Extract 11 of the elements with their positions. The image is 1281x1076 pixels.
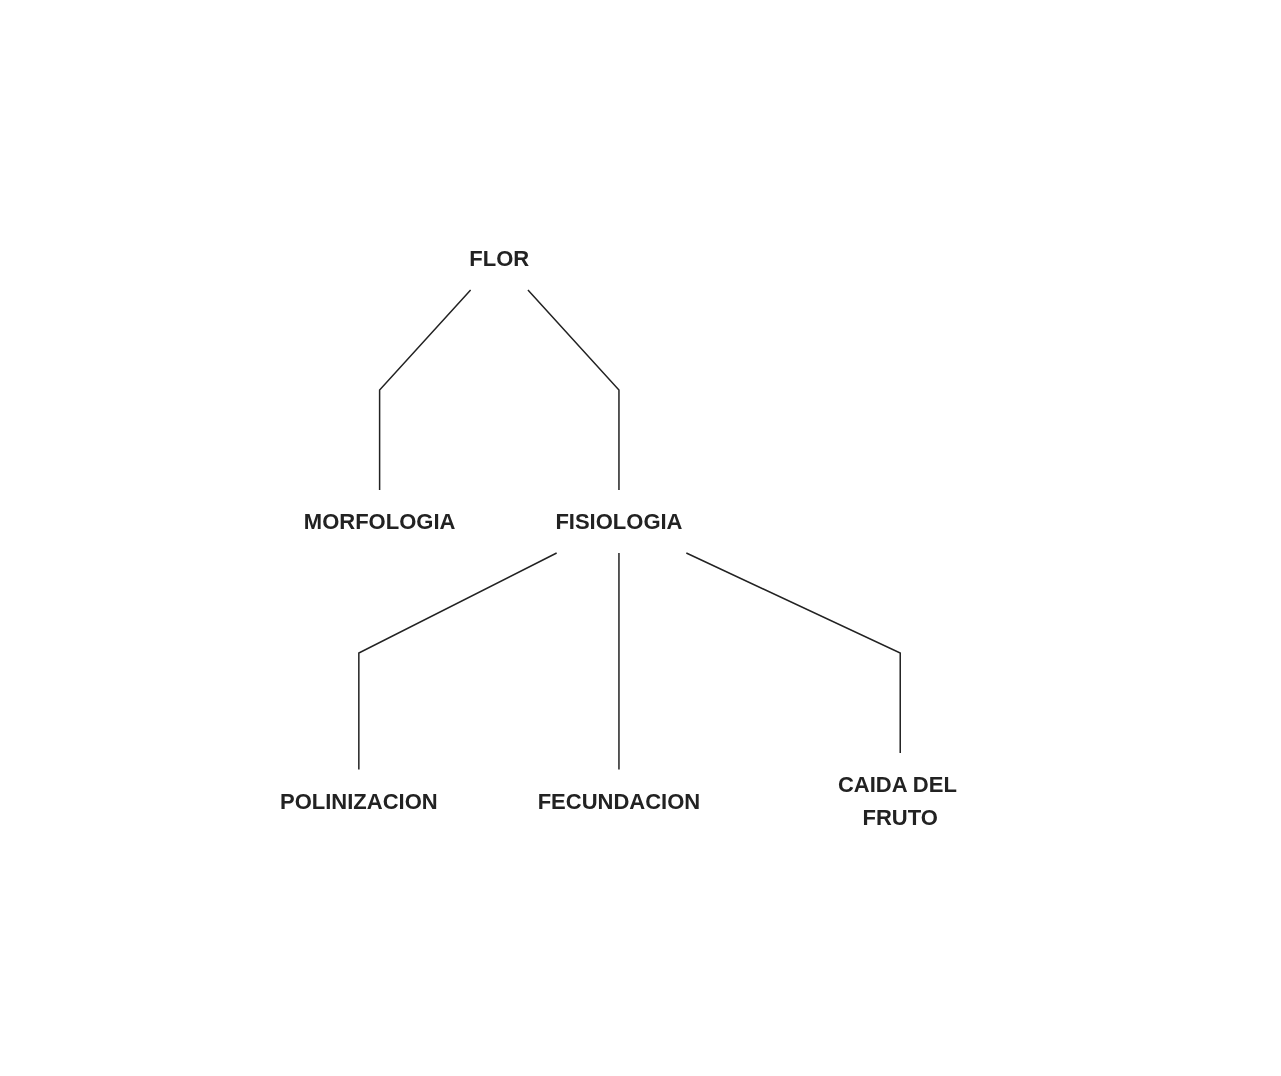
node-text: FISIOLOGIA xyxy=(555,509,683,534)
node-text: FECUNDACION xyxy=(538,788,701,814)
node-text: FLOR xyxy=(469,246,530,271)
connector xyxy=(379,289,472,491)
connector xyxy=(527,289,621,491)
connector xyxy=(358,552,558,771)
node-text: POLINIZACION xyxy=(280,788,439,814)
connector xyxy=(618,552,621,771)
node-text: MORFOLOGIA xyxy=(304,509,456,534)
connector xyxy=(685,552,902,754)
node-text: CAIDA DEL FRUTO xyxy=(838,772,957,830)
